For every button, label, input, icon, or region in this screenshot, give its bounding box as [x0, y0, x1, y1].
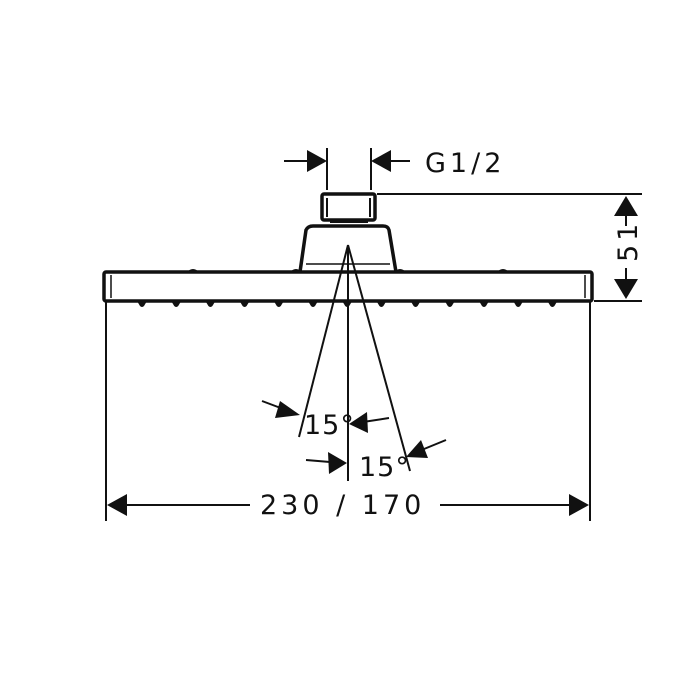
top-bump: [497, 269, 509, 272]
nozzle: [444, 301, 455, 307]
nozzle: [239, 301, 250, 307]
spray-angle-lines: [298, 244, 411, 481]
nozzle: [479, 301, 489, 307]
nozzle: [376, 301, 387, 307]
shower-neck: [298, 224, 398, 273]
nozzle: [513, 301, 524, 307]
nozzle: [205, 301, 216, 307]
width-label: 230 / 170: [260, 490, 425, 521]
thread-label: G1/2: [425, 148, 505, 179]
thread-dimension: [284, 148, 410, 190]
connection-nut: [320, 192, 377, 223]
nozzle: [171, 301, 182, 307]
nozzle: [410, 301, 421, 307]
height-dimension: [377, 193, 642, 302]
nozzle: [308, 301, 318, 307]
width-dimension: [105, 301, 591, 521]
angle-right-label: 15°: [359, 452, 410, 483]
nozzle: [547, 301, 558, 307]
angle-arrows: [261, 400, 447, 474]
top-bump: [187, 269, 199, 272]
top-bump: [290, 269, 302, 272]
angle-left-label: 15°: [304, 410, 355, 441]
nozzle: [137, 301, 147, 307]
nozzle: [273, 301, 284, 307]
nozzle-row: [137, 301, 558, 307]
top-bumps: [187, 269, 509, 272]
top-bump: [394, 269, 406, 272]
height-label: 51: [613, 220, 644, 262]
